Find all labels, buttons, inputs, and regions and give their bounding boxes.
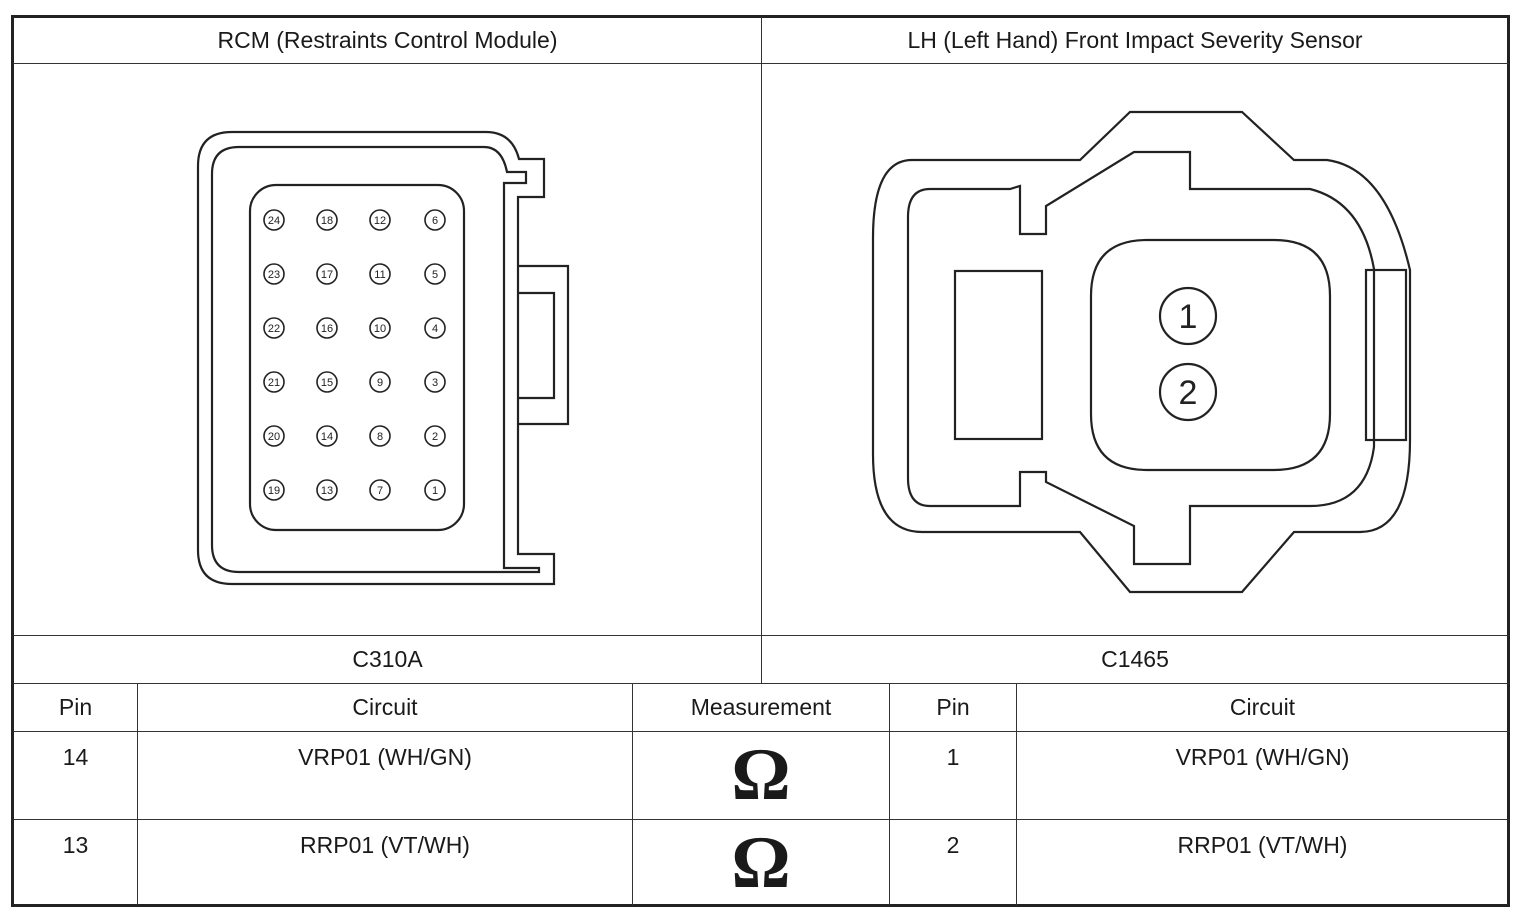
rcm-pin-label: 14: [321, 431, 333, 443]
rcm-pin: 12: [369, 209, 391, 231]
rcm-pin-label: 10: [374, 323, 386, 335]
rcm-pin: 19: [263, 479, 285, 501]
rcm-pin-label: 4: [432, 323, 438, 335]
table-cell-circuit: VRP01 (WH/GN): [1175, 744, 1350, 770]
ohm-icon: Ω: [731, 734, 791, 816]
column-header-circuit: Circuit: [1229, 694, 1296, 720]
column-header-pin: Pin: [936, 694, 970, 720]
rcm-pin-label: 12: [374, 215, 386, 227]
sensor-header: LH (Left Hand) Front Impact Severity Sen…: [907, 26, 1363, 53]
rcm-pin: 9: [369, 371, 391, 393]
rcm-pin: 24: [263, 209, 285, 231]
rcm-pin-label: 20: [268, 431, 280, 443]
sensor-pins: 12: [1158, 286, 1218, 422]
column-divider: [761, 17, 762, 683]
column-header-circuit: Circuit: [352, 694, 418, 720]
column-header-measurement: Measurement: [690, 694, 832, 720]
rcm-pin: 6: [424, 209, 446, 231]
rcm-pin-label: 3: [432, 377, 438, 389]
rcm-pin: 8: [369, 425, 391, 447]
rcm-pin-label: 6: [432, 215, 438, 227]
sensor-connector-diagram: 12: [871, 110, 1412, 594]
row-divider: [13, 819, 1509, 820]
rcm-pin-label: 16: [321, 323, 333, 335]
rcm-pin: 11: [369, 263, 391, 285]
rcm-connector-diagram: 24 18 12 6 23 17 11 5 22 16 10 4 21 15 9 3 20 14 8 2 19 13 7 1: [196, 130, 570, 586]
rcm-pin: 22: [263, 317, 285, 339]
rcm-pin-label: 8: [377, 431, 383, 443]
rcm-pin-label: 15: [321, 377, 333, 389]
rcm-pin: 17: [316, 263, 338, 285]
ohm-icon: Ω: [731, 822, 791, 904]
table-cell-pin: 2: [946, 832, 960, 858]
rcm-pin-label: 13: [321, 485, 333, 497]
sensor-pin-label: 2: [1179, 374, 1198, 412]
sensor-pin-label: 1: [1179, 298, 1198, 336]
table-cell-circuit: VRP01 (WH/GN): [298, 744, 472, 770]
rcm-pin: 15: [316, 371, 338, 393]
rcm-pin-label: 2: [432, 431, 438, 443]
rcm-pin: 23: [263, 263, 285, 285]
rcm-pin: 4: [424, 317, 446, 339]
rcm-pin-label: 21: [268, 377, 280, 389]
rcm-pin: 18: [316, 209, 338, 231]
rcm-pin-label: 1: [432, 485, 438, 497]
rcm-pin-label: 17: [321, 269, 333, 281]
connector-table-frame: [11, 15, 1510, 907]
table-cell-pin: 1: [946, 744, 960, 770]
rcm-connector-id: C310A: [352, 646, 423, 672]
rcm-pin: 10: [369, 317, 391, 339]
sensor-pin: 2: [1158, 362, 1218, 422]
column-divider: [889, 683, 890, 905]
rcm-pin: 20: [263, 425, 285, 447]
rcm-pin: 14: [316, 425, 338, 447]
table-cell-circuit: RRP01 (VT/WH): [1177, 832, 1348, 858]
rcm-pin-label: 22: [268, 323, 280, 335]
rcm-pin: 1: [424, 479, 446, 501]
rcm-pin: 16: [316, 317, 338, 339]
row-divider: [13, 731, 1509, 732]
rcm-pin-grid: 24 18 12 6 23 17 11 5 22 16 10 4 21 15 9 3 20 14 8 2 19 13 7 1: [263, 209, 446, 501]
rcm-pin-label: 19: [268, 485, 280, 497]
table-cell-pin: 13: [62, 832, 89, 858]
table-cell-circuit: RRP01 (VT/WH): [300, 832, 470, 858]
rcm-header: RCM (Restraints Control Module): [217, 26, 558, 53]
rcm-pin: 21: [263, 371, 285, 393]
sensor-pin: 1: [1158, 286, 1218, 346]
rcm-pin-label: 24: [268, 215, 280, 227]
column-divider: [1016, 683, 1017, 905]
row-divider: [13, 683, 1509, 684]
column-divider: [632, 683, 633, 905]
column-header-pin: Pin: [58, 694, 93, 720]
column-divider: [137, 683, 138, 905]
rcm-pin-label: 9: [377, 377, 383, 389]
rcm-pin: 5: [424, 263, 446, 285]
rcm-pin: 3: [424, 371, 446, 393]
rcm-pin: 2: [424, 425, 446, 447]
rcm-pin: 13: [316, 479, 338, 501]
rcm-pin-label: 18: [321, 215, 333, 227]
sensor-connector-id: C1465: [1101, 646, 1169, 672]
rcm-pin-label: 7: [377, 485, 383, 497]
rcm-pin-label: 11: [374, 269, 385, 281]
rcm-pin: 7: [369, 479, 391, 501]
rcm-pin-label: 5: [432, 269, 438, 281]
table-cell-pin: 14: [62, 744, 89, 770]
rcm-pin-label: 23: [268, 269, 280, 281]
